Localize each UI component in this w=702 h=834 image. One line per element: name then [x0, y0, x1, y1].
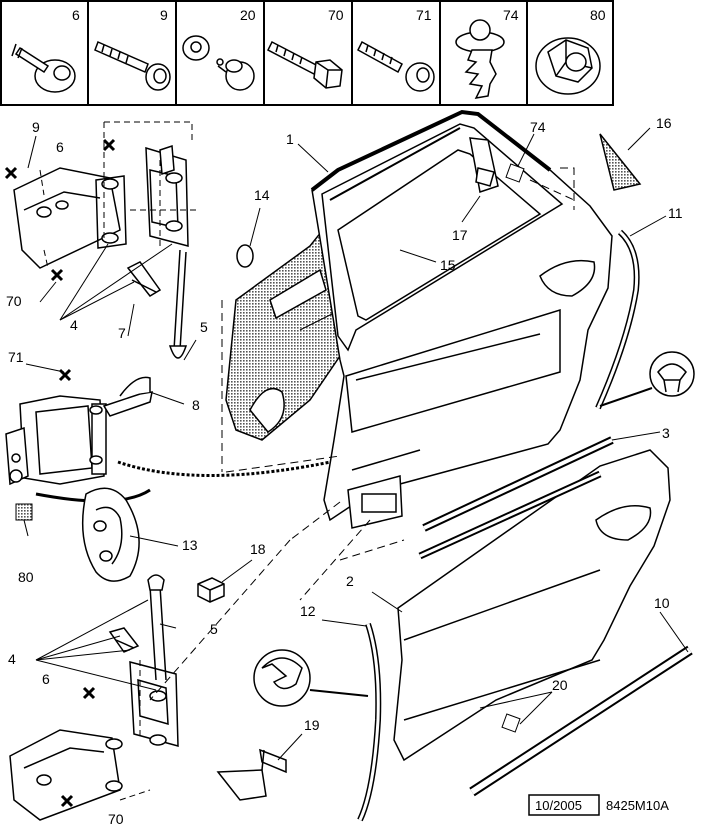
clip-74-square [505, 163, 525, 183]
square-nut-80 [15, 503, 33, 521]
callout-9: 9 [32, 119, 40, 135]
header-number-71: 71 [416, 7, 432, 23]
callout-10: 10 [654, 595, 670, 611]
rubber-block [197, 577, 225, 603]
header-number-70: 70 [328, 7, 344, 23]
callout-11: 11 [668, 205, 683, 221]
fir-tree-clip-icon [455, 19, 505, 99]
callout-4-upper: 4 [70, 317, 78, 333]
callout-70-upper: 70 [6, 293, 22, 309]
hex-bolt-icon [266, 40, 343, 89]
footer-date: 10/2005 [535, 798, 582, 813]
callout-8: 8 [192, 397, 200, 413]
callout-leaders [23, 127, 689, 761]
header-number-80: 80 [590, 7, 606, 23]
header-number-6: 6 [72, 7, 80, 23]
magnified-clip-right [649, 351, 695, 397]
window-run-channel [329, 127, 461, 201]
callout-2: 2 [346, 573, 354, 589]
footer-reference: 8425M10A [606, 798, 669, 813]
callout-16: 16 [656, 115, 672, 131]
callout-12: 12 [300, 603, 316, 619]
header-number-74: 74 [503, 7, 519, 23]
flange-nut-icon [535, 37, 601, 95]
flange-bolt-icon [11, 43, 76, 93]
clip-20-square [501, 713, 521, 733]
construction-lines [149, 167, 575, 701]
lower-hinge-assembly [9, 574, 179, 821]
lower-hinge-leader-lines [35, 599, 157, 801]
callout-20: 20 [552, 677, 568, 693]
magnified-clip-left [253, 649, 311, 707]
callout-5-lower: 5 [210, 621, 218, 637]
callout-80: 80 [18, 569, 34, 585]
mounting-bracket [216, 748, 287, 801]
push-clip-icon [182, 35, 255, 91]
callout-3: 3 [662, 425, 670, 441]
lower-x-marks [60, 686, 96, 808]
fastener-header-table: 6 9 20 70 71 74 80 [0, 0, 614, 106]
check-strap-cable-dashed [117, 458, 341, 477]
callout-15: 15 [440, 257, 456, 273]
callout-6-upper: 6 [56, 139, 64, 155]
callout-4-lower: 4 [8, 651, 16, 667]
washer-screw-icon [94, 40, 171, 91]
header-number-20: 20 [240, 7, 256, 23]
callout-71: 71 [8, 349, 24, 365]
callout-70-lower: 70 [108, 811, 124, 827]
callout-14: 14 [254, 187, 270, 203]
callout-74: 74 [530, 119, 546, 135]
callout-13: 13 [182, 537, 198, 553]
door-check-strap [5, 376, 153, 486]
clip-ring-14 [236, 244, 254, 268]
inner-corner-trim [469, 137, 499, 193]
door-seal-strip [310, 109, 552, 192]
header-number-9: 9 [160, 7, 168, 23]
shoulder-screw-icon [357, 40, 435, 92]
callout-18: 18 [250, 541, 266, 557]
upper-hinge-leader-lines [39, 121, 200, 321]
callout-7: 7 [118, 325, 126, 341]
footer-stamp: 10/2005 8425M10A [528, 794, 669, 816]
check-strap-cover [81, 487, 140, 582]
callout-19: 19 [304, 717, 320, 733]
callout-6-lower: 6 [42, 671, 50, 687]
door-shell [311, 111, 613, 529]
upper-hinge-assembly [13, 144, 189, 359]
callout-5-upper: 5 [200, 319, 208, 335]
quarter-glass-triangle [599, 133, 642, 191]
door-outer-skin [393, 449, 671, 762]
callout-17: 17 [452, 227, 468, 243]
callout-1: 1 [286, 131, 294, 147]
